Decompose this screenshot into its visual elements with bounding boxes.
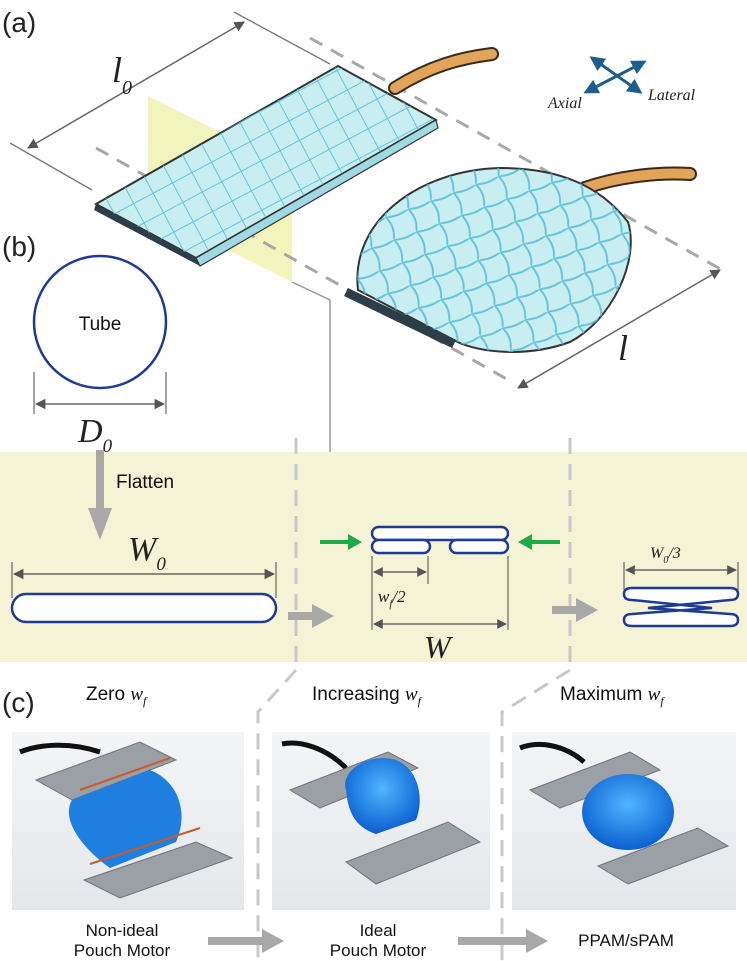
flatten-arrow-shaft xyxy=(96,450,104,510)
green-arrow-right-head xyxy=(518,534,532,550)
folded-tube-inner-left xyxy=(370,538,432,555)
caption-3-line1: PPAM/sPAM xyxy=(578,931,674,950)
lateral-arrow xyxy=(589,56,643,94)
length-l0-label: l0 xyxy=(112,50,132,99)
connector-dash-right-bottom xyxy=(500,668,571,961)
flat-pouch-tube-fill xyxy=(390,49,497,93)
stage-heading-zero: Zero wf xyxy=(86,684,148,708)
connector-line-plane xyxy=(291,281,331,452)
caption-arrow-2-head xyxy=(526,929,548,953)
flat-width-label: W0 xyxy=(128,531,166,575)
caption-1-line1: Non-ideal xyxy=(86,921,159,940)
folded-tube-top xyxy=(370,525,510,542)
process-arrow-1-shaft xyxy=(288,612,314,620)
caption-2-line1: Ideal xyxy=(360,921,397,940)
length-l0-dimension xyxy=(27,21,245,149)
inflated-pouch-grid xyxy=(357,168,631,352)
photo-ideal-pouch xyxy=(272,732,490,910)
lateral-label: Lateral xyxy=(647,87,696,104)
tube-circle xyxy=(32,254,168,390)
inflated-pouch-clamp xyxy=(344,288,456,348)
panel-label-c: (c) xyxy=(2,687,35,718)
green-arrow-left-head xyxy=(348,534,362,550)
length-l0-ext-right xyxy=(233,11,331,65)
axial-label: Axial xyxy=(547,95,582,112)
third-width-label: W0/3 xyxy=(650,545,681,566)
inflated-pouch-tube-fill xyxy=(580,168,695,193)
photo-non-ideal-pouch xyxy=(12,732,244,910)
caption-1-line2: Pouch Motor xyxy=(74,941,171,960)
flat-pouch-side xyxy=(195,119,439,267)
flattened-tube xyxy=(10,592,278,624)
length-l0-ext-left xyxy=(9,142,93,191)
stage-heading-increasing: Increasing wf xyxy=(312,684,423,708)
caption-2-line2: Pouch Motor xyxy=(330,941,427,960)
flatten-label: Flatten xyxy=(116,472,174,493)
folded-tube-inner-right xyxy=(448,538,510,555)
process-arrow-1-head xyxy=(312,604,334,628)
flat-pouch-grid xyxy=(96,66,436,258)
photo-ppam xyxy=(512,732,736,910)
process-arrow-2-head xyxy=(576,598,598,622)
length-l-label: l xyxy=(618,328,628,368)
length-l-dimension xyxy=(517,269,721,389)
caption-arrow-2-shaft xyxy=(458,937,528,945)
guide-dash-top xyxy=(309,36,723,272)
tube-diameter-label: D0 xyxy=(77,413,113,457)
panel-label-a: (a) xyxy=(2,7,36,38)
flat-pouch-edge xyxy=(94,204,200,266)
stage-heading-maximum: Maximum wf xyxy=(560,684,665,708)
process-arrow-2-shaft xyxy=(552,606,578,614)
flatten-arrow-head xyxy=(88,508,112,540)
caption-arrow-1-shaft xyxy=(208,937,264,945)
flatten-band xyxy=(0,452,747,662)
panel-label-b: (b) xyxy=(2,231,36,262)
caption-arrow-1-head xyxy=(262,929,284,953)
tube-label: Tube xyxy=(79,314,122,335)
final-width-label: W xyxy=(424,629,454,665)
z-folded-tube xyxy=(622,586,740,628)
connector-dash-left-bottom xyxy=(256,668,298,961)
fold-width-label: wf/2 xyxy=(378,587,406,610)
